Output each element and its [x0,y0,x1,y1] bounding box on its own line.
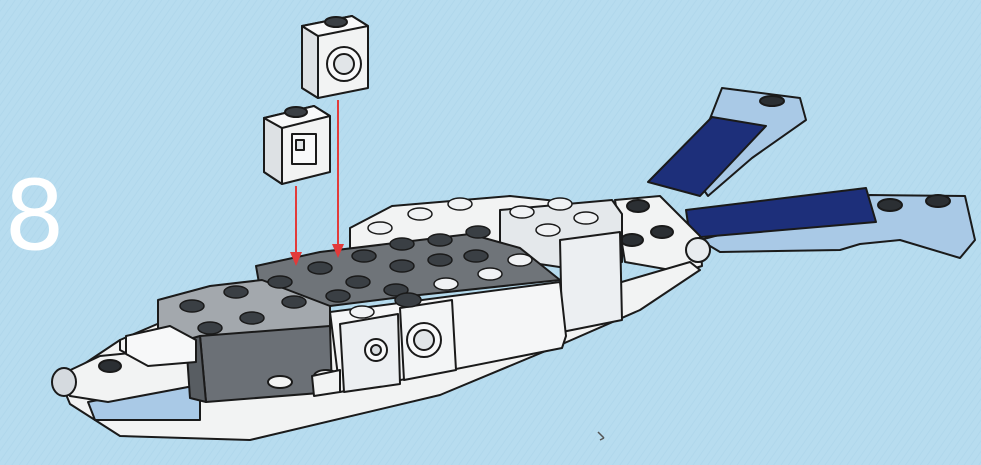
new-piece-technic-brick [302,16,368,98]
step-number: 8 [4,168,65,264]
new-piece-window-brick [264,106,330,184]
